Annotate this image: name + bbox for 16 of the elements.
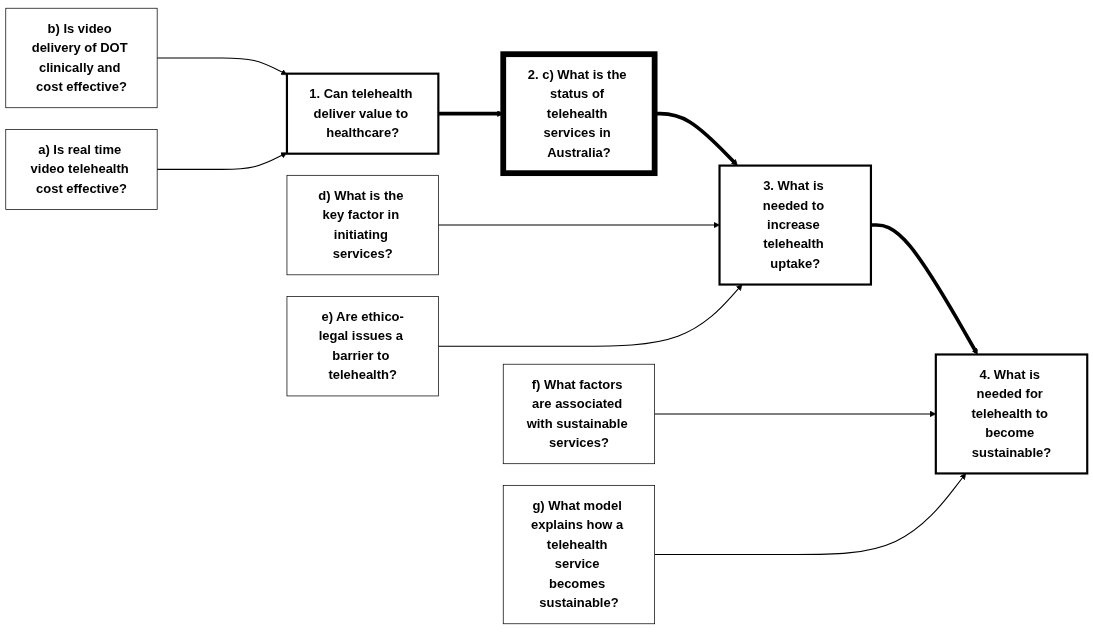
arrow bbox=[156, 152, 288, 170]
node-box: g) What model explains how a telehealth service becomes sustainable? bbox=[502, 484, 655, 625]
node-box: 4. What is needed for telehealth to become sustainable? bbox=[934, 353, 1089, 475]
node-box: f) What factors are associated with sustainable services? bbox=[502, 363, 655, 465]
node-box: d) What is the key factor in initiating services? bbox=[286, 174, 439, 276]
node-box: a) Is real time video telehealth cost effective? bbox=[5, 129, 158, 210]
node-box: 1. Can telehealth deliver value to healthcare? bbox=[285, 72, 440, 155]
arrow bbox=[156, 57, 288, 75]
arrow bbox=[654, 473, 967, 556]
node-box: e) Are ethico-legal issues a barrier to telehealth? bbox=[286, 296, 439, 397]
arrow bbox=[870, 223, 978, 355]
arrow bbox=[437, 284, 743, 347]
node-box: 3. What is needed to increase telehealth uptake? bbox=[718, 164, 873, 286]
node-box: 2. c) What is the status of telehealth services in Australia? bbox=[500, 51, 658, 177]
node-box: b) Is video delivery of DOT clinically and cost effective? bbox=[5, 7, 158, 109]
arrow bbox=[437, 221, 720, 229]
